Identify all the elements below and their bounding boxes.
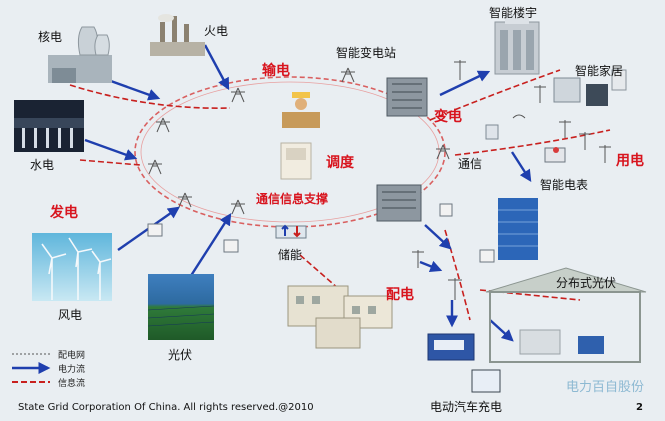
label-meter: 智能电表 bbox=[540, 178, 589, 192]
dispatch-cabinet-icon bbox=[280, 142, 312, 180]
storage-icon bbox=[275, 224, 307, 239]
power-flow-arrows bbox=[84, 44, 532, 342]
wind-farm-icon bbox=[32, 233, 112, 301]
label-solar: 光伏 bbox=[168, 348, 193, 362]
label-comm: 通信 bbox=[458, 157, 483, 171]
grid-ring-inner bbox=[140, 81, 440, 223]
terminal-boxes bbox=[147, 203, 495, 263]
label-ev-charging: 电动汽车充电 bbox=[430, 400, 503, 414]
label-thermal: 火电 bbox=[204, 24, 229, 38]
dispatch-worker-icon bbox=[282, 92, 320, 128]
stage-comm-support: 通信信息支撑 bbox=[256, 192, 329, 206]
label-distributed-pv: 分布式光伏 bbox=[556, 276, 617, 290]
ev-charger-icon bbox=[427, 333, 501, 393]
label-hydro: 水电 bbox=[30, 158, 55, 172]
stage-distribution: 配电 bbox=[386, 287, 414, 303]
label-building: 智能楼宇 bbox=[489, 6, 538, 20]
legend-power-flow: 电力流 bbox=[58, 365, 86, 375]
label-nuclear: 核电 bbox=[38, 30, 63, 44]
solar-farm-icon bbox=[147, 274, 215, 340]
stage-transformation: 变电 bbox=[434, 109, 462, 125]
nuclear-plant-icon bbox=[48, 26, 112, 83]
label-home: 智能家居 bbox=[575, 64, 624, 78]
stage-consumption: 用电 bbox=[616, 153, 644, 169]
label-storage: 储能 bbox=[278, 248, 303, 262]
comm-icon bbox=[485, 114, 526, 140]
label-substation: 智能变电站 bbox=[336, 46, 397, 60]
hydro-dam-icon bbox=[14, 100, 84, 152]
watermark: 电力百自股份 bbox=[566, 380, 645, 395]
label-wind: 风电 bbox=[58, 308, 83, 322]
stage-transmission: 输电 bbox=[262, 63, 290, 79]
office-tower-icon bbox=[498, 198, 538, 260]
transmission-towers bbox=[148, 60, 611, 300]
smart-home-icon bbox=[553, 69, 627, 106]
legend-lines bbox=[12, 353, 51, 383]
stage-dispatch: 调度 bbox=[326, 155, 354, 171]
legend-info-flow: 信息流 bbox=[58, 379, 86, 389]
copyright-text: State Grid Corporation Of China. All rig… bbox=[18, 402, 314, 413]
legend-grid: 配电网 bbox=[58, 351, 86, 361]
substation-icon bbox=[386, 77, 428, 117]
smart-meter-icon bbox=[544, 147, 566, 163]
info-flow-lines bbox=[69, 69, 611, 321]
page-number: 2 bbox=[636, 402, 643, 413]
stage-generation: 发电 bbox=[50, 205, 78, 221]
distributed-pv-house-icon bbox=[485, 267, 647, 363]
distribution-transformer-icon bbox=[376, 184, 422, 222]
thermal-plant-icon bbox=[150, 14, 205, 56]
residential-houses-icon bbox=[287, 285, 393, 349]
smart-building-icon bbox=[494, 14, 540, 75]
